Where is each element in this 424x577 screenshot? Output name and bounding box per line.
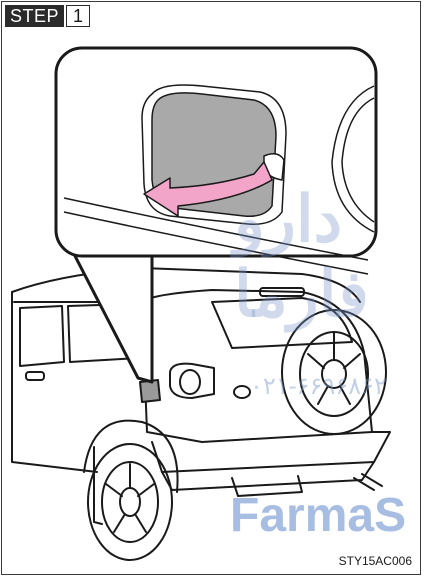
step-label: STEP (5, 5, 64, 27)
watermark-phone: ۰۲۱-۶۶۹۶۸۶۲ (250, 372, 387, 401)
watermark-farsi: دارو فارما (234, 182, 420, 332)
watermark-latin: FarmaS (230, 488, 406, 543)
figure-code: STY15AC006 (339, 554, 412, 568)
callout-pointer (74, 254, 152, 382)
step-number: 1 (66, 5, 90, 27)
